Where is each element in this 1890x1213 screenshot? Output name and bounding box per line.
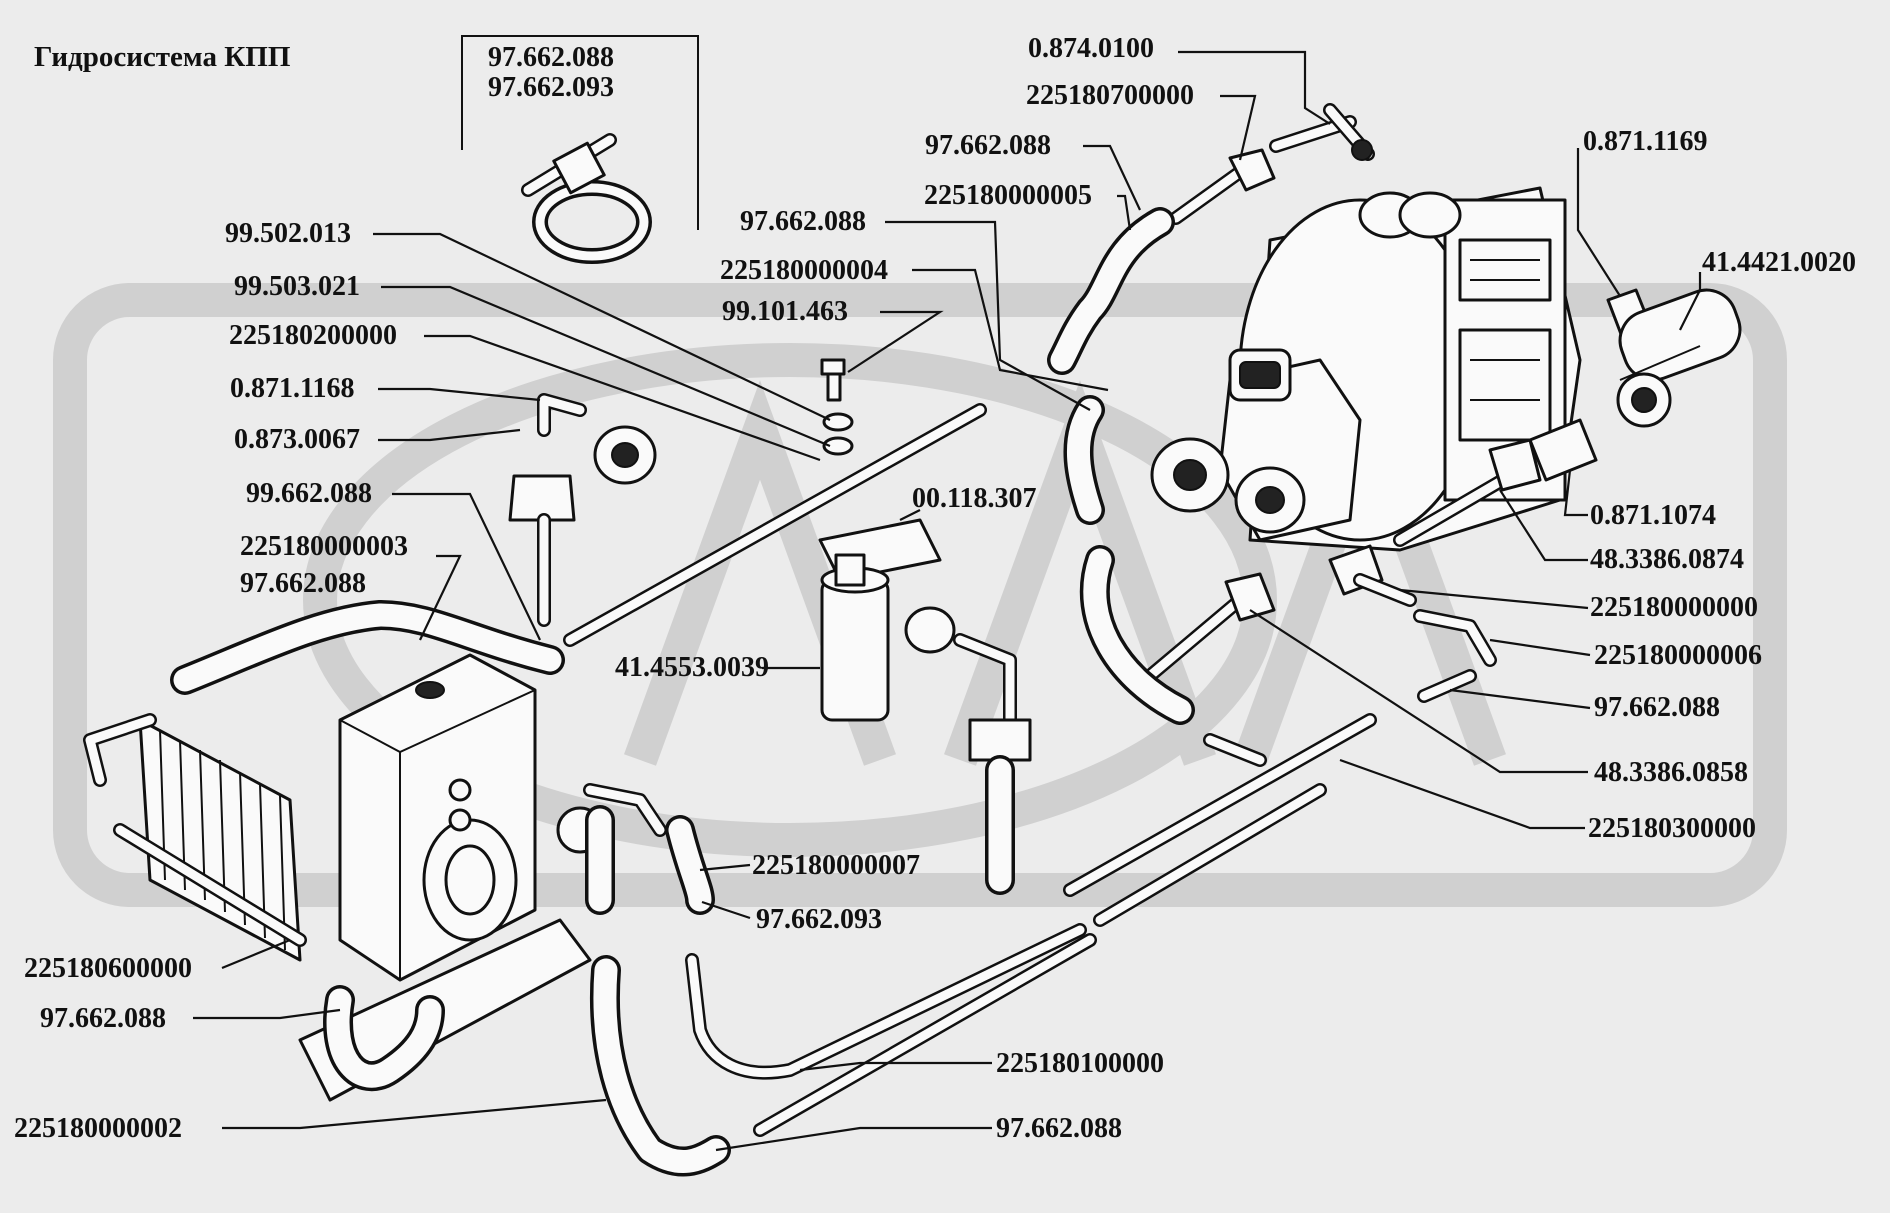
- hose-clamp: [521, 133, 652, 264]
- leader-c27: [699, 863, 751, 872]
- hose-225180000003: [170, 600, 565, 695]
- u-hose-bottom-left: [323, 985, 445, 1091]
- leader-c09: [381, 285, 831, 448]
- callout-c24: 97.662.088: [1594, 692, 1720, 723]
- leader-c07: [847, 310, 944, 373]
- leader-c28: [701, 900, 751, 920]
- callout-c18: 0.871.1169: [1583, 126, 1707, 157]
- leader-c02: [1220, 94, 1257, 161]
- callout-c32: 225180000002: [14, 1113, 182, 1144]
- callout-c28: 97.662.093: [756, 904, 882, 935]
- leader-c30: [193, 1008, 341, 1020]
- leader-c32: [222, 1098, 607, 1130]
- leader-c25: [1249, 609, 1588, 774]
- callout-c07: 99.101.463: [722, 296, 848, 327]
- leader-c22: [1399, 588, 1589, 610]
- left-column-fittings: [508, 393, 657, 627]
- leader-c29: [221, 938, 291, 970]
- callout-c05: 97.662.088: [740, 206, 866, 237]
- pipe-225180100000: [685, 923, 1097, 1137]
- leader-c19: [1679, 272, 1702, 331]
- callout-labels: 0.874.0100 225180700000 97.662.088 22518…: [14, 33, 1856, 1144]
- callout-c16: 00.118.307: [912, 483, 1036, 514]
- callout-c19: 41.4421.0020: [1702, 247, 1856, 278]
- elbow-fitting-right: [1413, 609, 1497, 703]
- callout-c13: 99.662.088: [246, 478, 372, 509]
- callout-c23: 225180000006: [1594, 640, 1762, 671]
- leader-lines: [193, 50, 1702, 1152]
- leader-c33: [715, 1126, 992, 1152]
- callout-c08: 99.502.013: [225, 218, 351, 249]
- leader-c11: [378, 387, 541, 402]
- pipe-assembly-225180300000: [1063, 713, 1377, 927]
- leader-c13: [392, 492, 541, 641]
- callout-c12: 0.873.0067: [234, 424, 360, 455]
- callout-c17: 41.4553.0039: [615, 652, 769, 683]
- callout-c33: 97.662.088: [996, 1113, 1122, 1144]
- block-elbow-hoses: [556, 783, 715, 915]
- callout-c09: 99.503.021: [234, 271, 360, 302]
- bracket-label-2: 97.662.093: [488, 72, 614, 103]
- adapter-fitting-top: [1169, 148, 1276, 225]
- callout-c04: 225180000005: [924, 180, 1092, 211]
- tee-fitting: [1269, 103, 1375, 161]
- callout-c06: 225180000004: [720, 255, 888, 286]
- callout-c10: 225180200000: [229, 320, 397, 351]
- callout-c21: 48.3386.0874: [1590, 544, 1744, 575]
- leader-c04: [1117, 194, 1132, 231]
- callout-c30: 97.662.088: [40, 1003, 166, 1034]
- leader-c21: [1499, 489, 1588, 562]
- callout-c25: 48.3386.0858: [1594, 757, 1748, 788]
- oil-filter: [818, 518, 942, 722]
- pressure-sensor: [1606, 288, 1742, 428]
- leader-c26: [1339, 758, 1585, 830]
- right-fittings: [1328, 418, 1598, 607]
- bolt-and-washers: [820, 358, 854, 456]
- callout-c26: 225180300000: [1588, 813, 1756, 844]
- callout-c02: 225180700000: [1026, 80, 1194, 111]
- callout-c20: 0.871.1074: [1590, 500, 1716, 531]
- oil-cooler: [83, 713, 307, 962]
- gearbox-block: [298, 653, 592, 1102]
- leader-c20: [1563, 469, 1588, 517]
- callout-c14: 225180000003: [240, 531, 408, 562]
- pipe-assembly-225180200000: [563, 403, 987, 647]
- leader-c23: [1489, 638, 1591, 657]
- callout-c11: 0.871.1168: [230, 373, 354, 404]
- callout-c31: 225180100000: [996, 1048, 1164, 1079]
- hose-middle-right: [1063, 395, 1276, 725]
- clamp-bracket: 97.662.088 97.662.093: [461, 35, 699, 230]
- leader-c31: [799, 1061, 992, 1072]
- leader-c01: [1178, 50, 1331, 125]
- leader-c18: [1576, 148, 1621, 297]
- leader-c05: [885, 220, 1091, 411]
- callout-c29: 225180600000: [24, 953, 192, 984]
- hose-top: [1047, 207, 1175, 375]
- leader-c14: [419, 554, 462, 641]
- leader-c16: [899, 509, 921, 521]
- control-valve: [1150, 348, 1362, 542]
- callout-c15: 97.662.088: [240, 568, 366, 599]
- callout-c22: 225180000000: [1590, 592, 1758, 623]
- leader-c12: [378, 428, 521, 442]
- hose-225180000002: [589, 955, 731, 1177]
- parts-drawing: [83, 103, 1742, 1177]
- leader-c03: [1083, 144, 1141, 211]
- bracket-label-1: 97.662.088: [488, 42, 614, 73]
- callout-c27: 225180000007: [752, 850, 920, 881]
- filter-fittings: [904, 606, 1032, 895]
- page-title: Гидросистема КПП: [34, 41, 290, 73]
- callout-c01: 0.874.0100: [1028, 33, 1154, 64]
- callout-c03: 97.662.088: [925, 130, 1051, 161]
- leader-c10: [424, 334, 821, 462]
- leader-c24: [1449, 688, 1591, 710]
- leader-c06: [912, 268, 1109, 392]
- leader-c08: [373, 232, 831, 421]
